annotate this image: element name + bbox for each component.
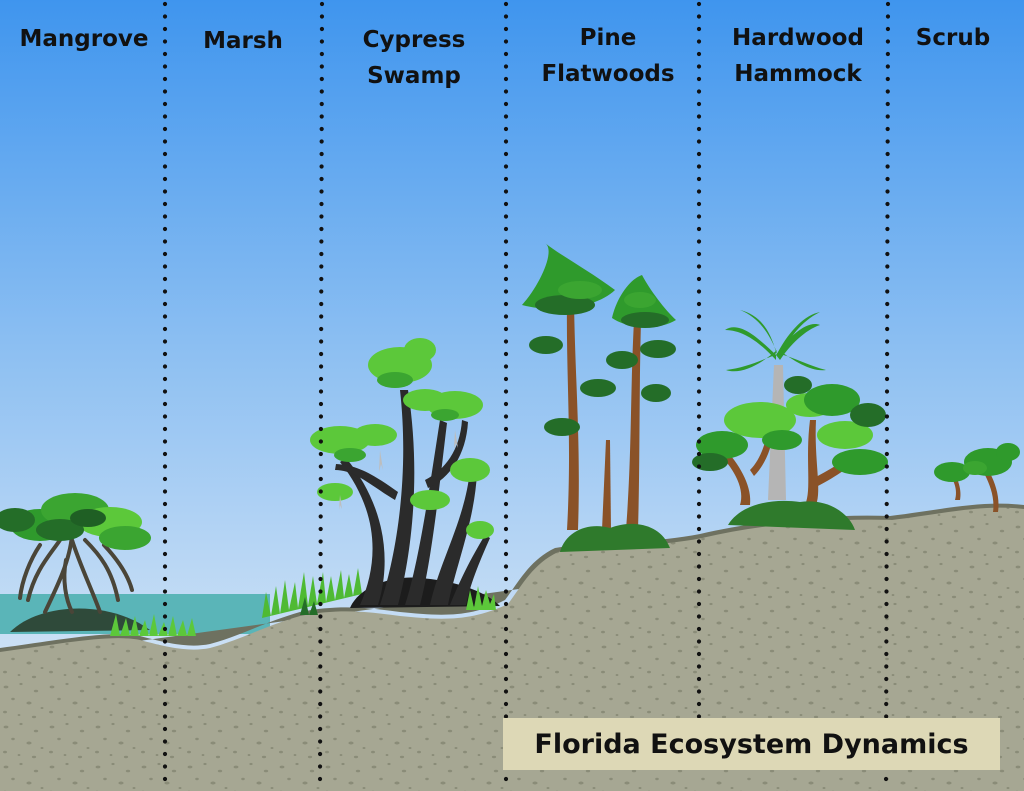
zone-label-line: Hammock [734,61,862,87]
zone-label-line: Pine [579,25,637,51]
zone-label-scrub: Scrub [916,20,990,56]
zone-label-line: Hardwood [732,25,864,51]
caption-box: Florida Ecosystem Dynamics [503,718,1000,770]
pine-trees [522,243,676,552]
zone-label-pine-flatwoods: Pine Flatwoods [541,20,674,92]
zone-label-mangrove: Mangrove [20,21,149,57]
zone-label-line: Flatwoods [541,61,675,87]
zone-label-text: Scrub [915,25,991,51]
diagram-caption: Florida Ecosystem Dynamics [534,728,969,760]
cypress-trees [310,338,500,610]
zone-label-hardwood-hammock: Hardwood Hammock [732,20,864,92]
zone-label-marsh: Marsh [203,23,283,59]
zone-label-line: Swamp [367,63,461,89]
zone-label-text: Marsh [203,28,283,54]
zone-label-text: Mangrove [19,26,149,52]
mangrove-tree [0,493,151,632]
scrub-trees [934,443,1020,512]
marsh-grass [110,568,362,636]
zone-label-cypress-swamp: Cypress Swamp [363,22,466,94]
hammock-trees [692,310,888,530]
zone-label-line: Cypress [362,27,466,53]
